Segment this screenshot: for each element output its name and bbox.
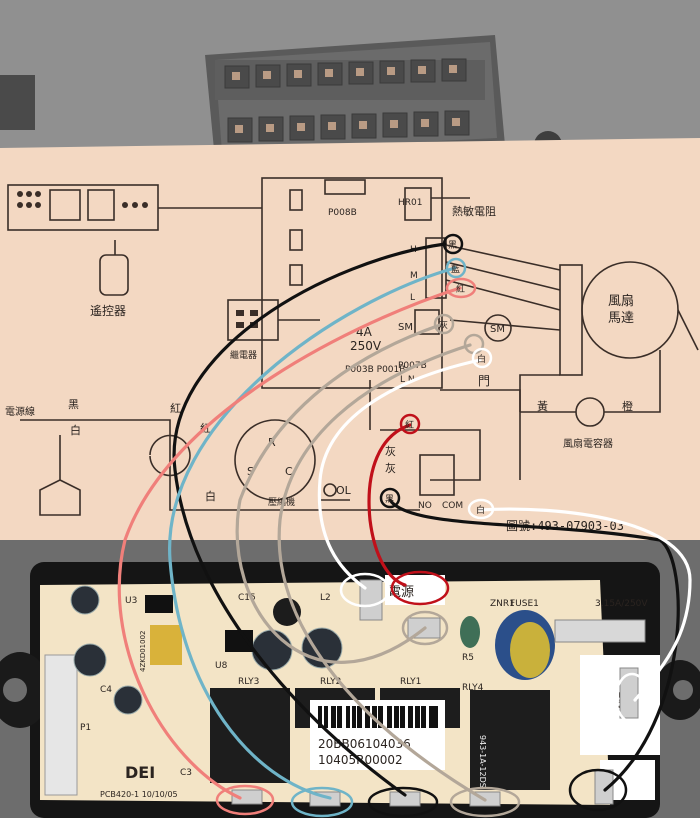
- label-motor-2: 馬達: [608, 311, 634, 326]
- marker-board-white: [339, 572, 391, 608]
- relay-label-rly1: RLY1: [400, 677, 421, 687]
- label-compressor: 壓縮機: [268, 496, 295, 508]
- annotation-wires: [117, 242, 692, 802]
- label-motor: 風扇: [608, 293, 634, 309]
- component-label-c15: C15: [238, 593, 256, 603]
- label-no: NO: [418, 501, 432, 511]
- label-rating-2: 250V: [350, 339, 382, 353]
- marker-black: [442, 233, 464, 255]
- label-sm: SM: [490, 324, 505, 335]
- label-relay-note: 繼電器: [230, 349, 257, 361]
- barcode-label: 20BB06104036 10405R00002: [310, 700, 445, 770]
- component-label-l2: L2: [320, 593, 331, 603]
- fuse-label: FUSE1: [510, 599, 539, 609]
- label-gray-cap: 橙: [622, 399, 633, 413]
- fuse-icon: [554, 619, 646, 643]
- component-r5: [460, 616, 480, 648]
- label-gray-1: 灰: [385, 444, 396, 458]
- wire-harness-connector: [205, 35, 505, 160]
- label-white-left: 白: [70, 423, 81, 437]
- label-ol: OL: [336, 484, 352, 497]
- marker-board-pink: [215, 784, 275, 816]
- marker-red: [399, 413, 421, 435]
- label-sm-lead: SM: [398, 322, 413, 333]
- label-yellow: 黃: [537, 400, 548, 413]
- ic-u8: [225, 630, 253, 652]
- barcode-text-1: 20BB06104036: [318, 737, 411, 751]
- marker-white: [471, 347, 493, 369]
- marker-blue: [445, 257, 467, 279]
- marker-label-2: 藍: [451, 263, 460, 275]
- marker-board-blue: [290, 786, 354, 818]
- marker-white-2: [467, 498, 495, 520]
- relay-rly3: [210, 688, 290, 783]
- marker-label-1: 黑: [448, 240, 457, 251]
- marker-label-8: 白: [476, 504, 485, 516]
- marker-board-black: [367, 786, 439, 818]
- marker-board-gray: [401, 610, 449, 646]
- label-gray-2: 灰: [385, 461, 396, 475]
- brand-logo: DEI: [125, 763, 155, 782]
- pcb-board: 20BB06104036 10405R00002 AC電源 電源 FUSE1 3…: [0, 540, 700, 818]
- label-capacitor: 風扇電容器: [563, 437, 613, 450]
- label-red-1: 紅: [170, 402, 181, 415]
- transformer-icon: [150, 625, 182, 665]
- label-white-1: 白: [205, 489, 216, 503]
- label-power-cord: 電源線: [5, 405, 35, 418]
- label-p008b: P008B: [328, 208, 357, 218]
- relay-part-number: 943-1A-12DS: [478, 735, 487, 788]
- wire-markers: [215, 233, 650, 818]
- marker-label-4: 灰: [439, 319, 448, 331]
- relay-label-rly4: RLY4: [462, 683, 484, 693]
- component-label-c3: C3: [180, 768, 192, 778]
- label-remote: 遙控器: [90, 304, 126, 318]
- label-door: 門: [478, 374, 490, 388]
- label-com: COM: [442, 501, 463, 511]
- marker-label-6: 紅: [405, 420, 414, 431]
- marker-board-gray-2: [449, 786, 521, 818]
- component-label-u8: U8: [215, 661, 228, 671]
- marker-board-black-2: [568, 768, 628, 812]
- marker-label-7: 黑: [385, 494, 394, 505]
- label-l: L: [410, 293, 415, 303]
- relay-rly4: [470, 690, 550, 790]
- marker-board-white-2: [614, 672, 650, 724]
- component-label-u3: U3: [125, 596, 137, 606]
- label-p003b: P003B P001B: [345, 365, 405, 375]
- ic-part-number: 4ZKD01002: [139, 631, 147, 673]
- capacitor-icon: [251, 629, 293, 671]
- marker-label-5: 白: [477, 353, 486, 365]
- znr-label: ZNR1: [490, 599, 515, 609]
- label-black-left: 黑: [68, 398, 79, 411]
- label-hr01: HR01: [398, 198, 422, 208]
- component-label-p1: P1: [80, 723, 91, 733]
- marker-board-red: [390, 570, 450, 606]
- label-c: C: [285, 465, 293, 478]
- label-thermistor: 熱敏電阻: [452, 204, 496, 218]
- capacitor-icon: [73, 643, 107, 677]
- marker-label-3: 紅: [456, 284, 465, 295]
- relay-label-rly3: RLY3: [238, 677, 259, 687]
- label-s: S: [247, 465, 254, 478]
- marker-gray: [433, 313, 455, 335]
- component-label-r5: R5: [462, 653, 474, 663]
- component-label-c4: C4: [100, 685, 112, 695]
- relay-label-rly2: RLY2: [320, 677, 341, 687]
- marker-pink: [445, 277, 477, 299]
- fuse-rating: 3.15A/250V: [595, 599, 648, 609]
- capacitor-icon: [70, 585, 100, 615]
- capacitor-icon: [113, 685, 143, 715]
- label-ln: L N: [400, 375, 415, 385]
- marker-black-2: [379, 487, 401, 509]
- label-drawing-number: 圖號:493-07903-03: [506, 519, 624, 533]
- label-m: M: [410, 271, 418, 281]
- pcb-code: PCB420-1 10/10/05: [100, 790, 178, 799]
